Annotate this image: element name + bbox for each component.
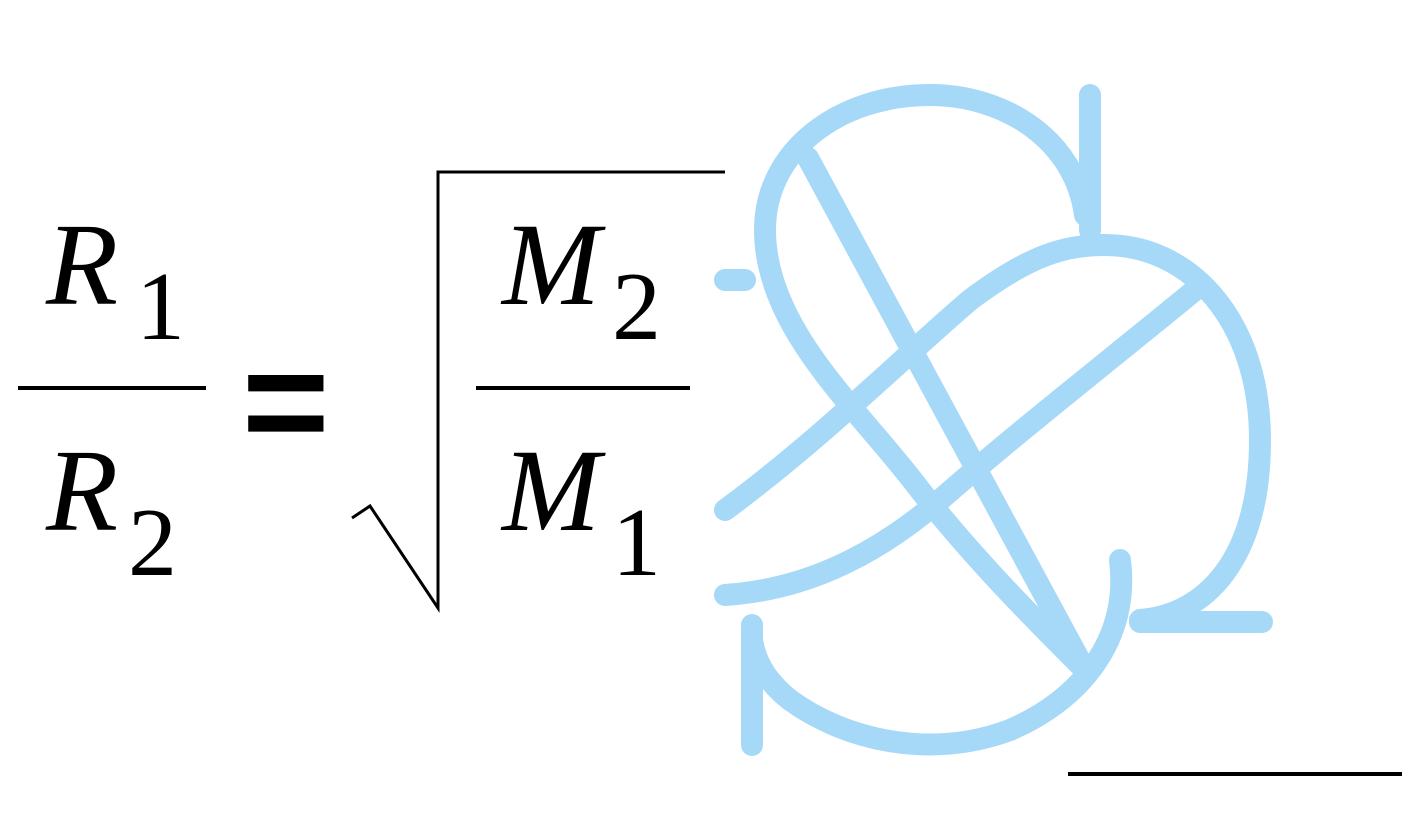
- trailing-rule: [1068, 772, 1402, 776]
- rhs-denominator-symbol: M: [502, 425, 601, 556]
- lhs-fraction-bar: [18, 386, 206, 390]
- lhs-numerator-subscript: 1: [136, 253, 185, 361]
- rhs-denominator-subscript: 1: [612, 489, 661, 597]
- rhs-numerator-subscript: 2: [612, 253, 661, 361]
- lhs-denominator-subscript: 2: [128, 489, 177, 597]
- rhs-fraction-bar: [476, 386, 690, 390]
- equals-sign: =: [242, 317, 330, 485]
- lhs-denominator-symbol: R: [46, 425, 119, 556]
- lhs-numerator-symbol: R: [46, 199, 119, 330]
- rhs-numerator-symbol: M: [502, 199, 601, 330]
